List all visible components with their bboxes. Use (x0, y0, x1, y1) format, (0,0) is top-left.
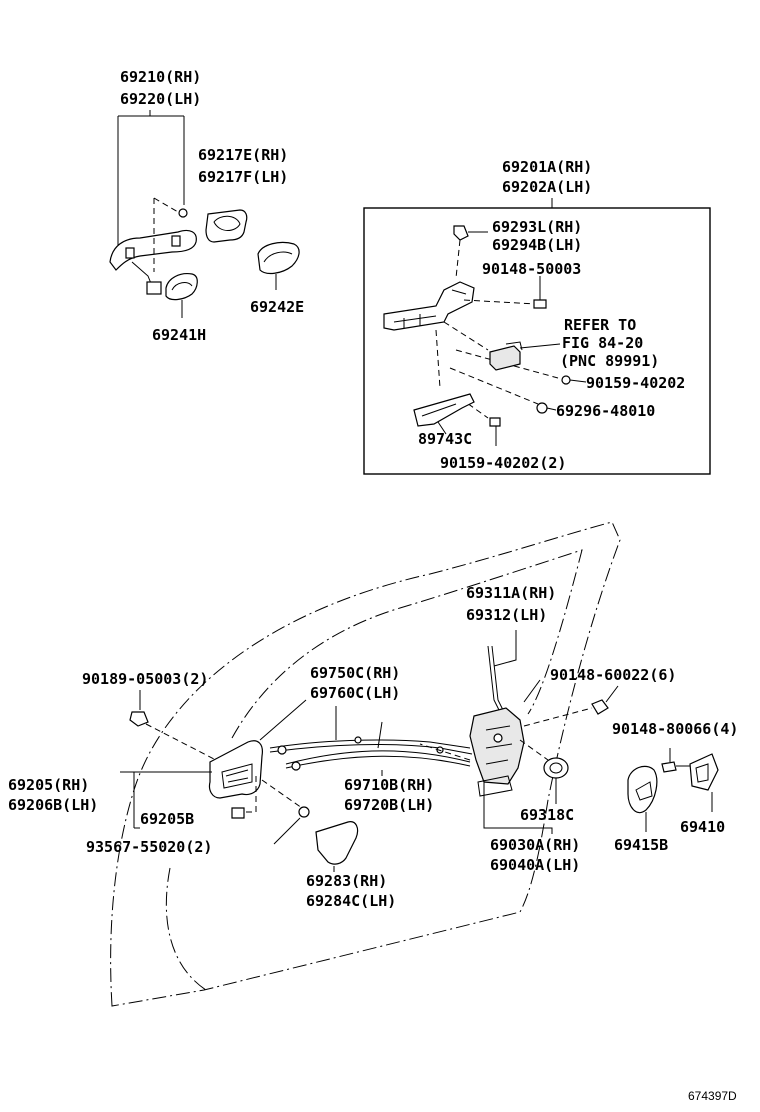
label-69760C: 69760C(LH) (310, 684, 400, 702)
label-69030A: 69030A(RH) (490, 836, 580, 854)
lower-assembly-group (120, 630, 719, 872)
label-69318C: 69318C (520, 806, 574, 824)
label-69710B: 69710B(RH) (344, 776, 434, 794)
label-69040A: 69040A(LH) (490, 856, 580, 874)
striker-shim-part (627, 765, 658, 814)
label-90189-05003: 90189-05003(2) (82, 670, 208, 688)
label-69750C: 69750C(RH) (310, 664, 400, 682)
label-69217E: 69217E(RH) (198, 146, 288, 164)
label-69720B: 69720B(LH) (344, 796, 434, 814)
label-69220: 69220(LH) (120, 90, 201, 108)
frame-assembly-box (363, 207, 711, 475)
outside-handle-part (109, 229, 197, 271)
outside-handle-group (109, 110, 300, 318)
label-69217F: 69217F(LH) (198, 168, 288, 186)
label-refer-pnc: (PNC 89991) (560, 352, 659, 370)
label-90148-80066: 90148-80066(4) (612, 720, 738, 738)
label-69205B: 69205B (140, 810, 194, 828)
label-69242E: 69242E (250, 298, 304, 316)
label-90159-40202: 90159-40202 (586, 374, 685, 392)
label-90148-50003: 90148-50003 (482, 260, 581, 278)
label-69283: 69283(RH) (306, 872, 387, 890)
connector-block-part (489, 345, 521, 371)
label-89743C: 89743C (418, 430, 472, 448)
label-69201A: 69201A(RH) (502, 158, 592, 176)
label-69294B: 69294B(LH) (492, 236, 582, 254)
label-69202A: 69202A(LH) (502, 178, 592, 196)
bracket-89743C-part (413, 393, 475, 427)
frame-bracket-part (383, 281, 475, 331)
label-69210: 69210(RH) (120, 68, 201, 86)
lock-cover-ring-part (543, 757, 569, 779)
label-69293L: 69293L(RH) (492, 218, 582, 236)
handle-pad-rear (257, 241, 300, 275)
label-refer-fig: FIG 84-20 (562, 334, 643, 352)
label-90148-60022: 90148-60022(6) (550, 666, 676, 684)
figure-code: 674397D (688, 1089, 737, 1103)
label-93567-55020: 93567-55020(2) (86, 838, 212, 856)
frame-assembly-group (383, 225, 587, 446)
door-outline (110, 521, 621, 1007)
inside-handle-part (208, 740, 263, 799)
label-69312: 69312(LH) (466, 606, 547, 624)
label-69296-48010: 69296-48010 (556, 402, 655, 420)
label-69311A: 69311A(RH) (466, 584, 556, 602)
handle-cap-part (205, 209, 248, 243)
door-striker-part (689, 753, 719, 791)
inside-handle-cover-part (315, 821, 359, 865)
label-69241H: 69241H (152, 326, 206, 344)
label-69415B: 69415B (614, 836, 668, 854)
label-refer-to: REFER TO (564, 316, 636, 334)
label-69410: 69410 (680, 818, 725, 836)
label-69206B: 69206B(LH) (8, 796, 98, 814)
label-90159-40202-2: 90159-40202(2) (440, 454, 566, 472)
label-69284C: 69284C(LH) (306, 892, 396, 910)
label-69205: 69205(RH) (8, 776, 89, 794)
handle-pad-front (165, 273, 198, 301)
